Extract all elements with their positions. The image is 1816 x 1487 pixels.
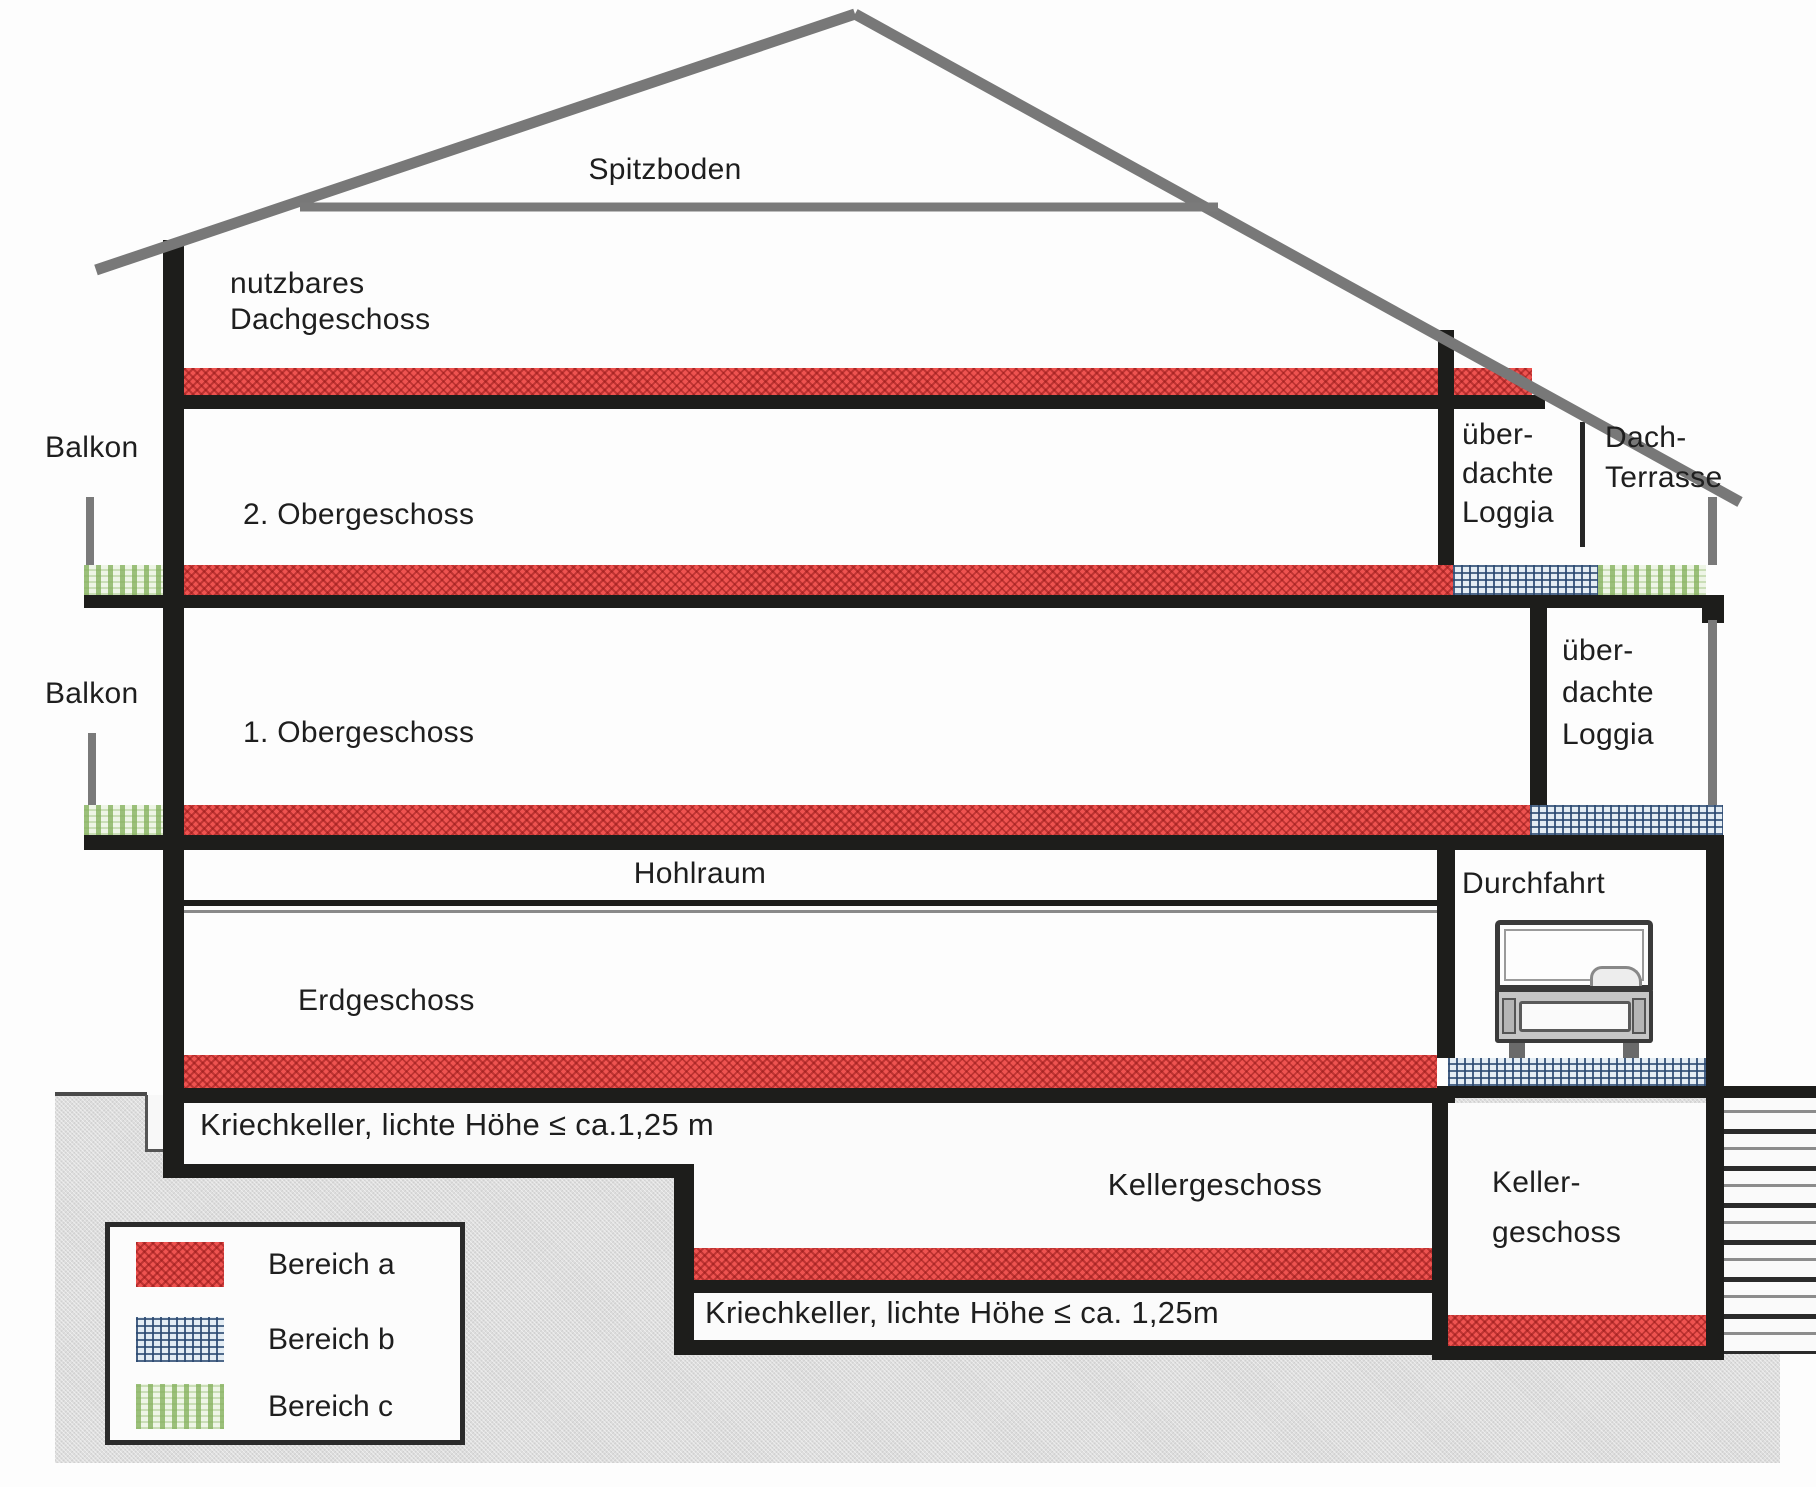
bereich-a-swatch xyxy=(136,1242,224,1287)
car-cab xyxy=(1495,920,1653,990)
balcony-upper-bereich-c xyxy=(84,565,163,595)
keller-mid-floor-slab xyxy=(694,1280,1448,1293)
label-attic: nutzbares Dachgeschoss xyxy=(230,266,430,338)
car-light-left xyxy=(1502,998,1516,1034)
legend-row-bereich-a: Bereich a xyxy=(110,1242,460,1302)
legend-row-bereich-b: Bereich b xyxy=(110,1317,460,1377)
keller-right-slab xyxy=(1432,1346,1724,1360)
legend-row-bereich-c: Bereich c xyxy=(110,1384,460,1444)
keller-right-floor-bereich-a xyxy=(1448,1315,1706,1346)
og2-floor-bereich-a xyxy=(184,565,1453,595)
loggia-lower-floor-bereich-b xyxy=(1530,805,1723,835)
label-attic-line1: nutzbares xyxy=(230,267,365,300)
legend: Bereich a Bereich b Bereich c xyxy=(105,1222,465,1445)
label-keller-right: Keller- geschoss xyxy=(1492,1166,1622,1249)
label-spitzboden: Spitzboden xyxy=(588,153,742,186)
loggia-upper-floor-bereich-b xyxy=(1453,565,1598,595)
label-og2: 2. Obergeschoss xyxy=(243,498,475,531)
balcony-lower-bereich-c xyxy=(84,805,163,835)
og1-loggia-wall xyxy=(1530,607,1547,805)
car-silhouette xyxy=(1590,966,1642,986)
label-balkon-lower: Balkon xyxy=(45,677,139,710)
loggia-lower-railing xyxy=(1708,620,1717,805)
basement-stairs-icon xyxy=(1724,1092,1816,1354)
keller-mid-left-wall xyxy=(674,1178,694,1355)
label-hohlraum: Hohlraum xyxy=(633,857,767,890)
label-kriechkeller-lower: Kriechkeller, lichte Höhe ≤ ca. 1,25m xyxy=(705,1295,1220,1330)
attic-floor-slab xyxy=(163,395,1545,409)
og2-slab-downturn xyxy=(1702,595,1724,623)
og2-right-wall xyxy=(1438,330,1454,565)
balcony-upper-railing xyxy=(86,497,94,565)
eg-right-wall xyxy=(1437,850,1455,1058)
eg-floor-slab xyxy=(163,1088,1455,1103)
label-attic-line2: Dachgeschoss xyxy=(230,303,431,336)
terrace-floor-bereich-c xyxy=(1598,565,1706,595)
label-loggia-upper: über- dachte Loggia xyxy=(1462,418,1554,529)
og1-floor-slab xyxy=(84,835,1724,850)
car-light-right xyxy=(1632,998,1646,1034)
og1-floor-bereich-a xyxy=(184,805,1530,835)
keller-mid-floor-bereich-a xyxy=(694,1248,1432,1280)
terrace-divider-line xyxy=(1580,422,1585,547)
keller-divider-wall xyxy=(1432,1103,1448,1346)
foundation-notch xyxy=(145,1095,163,1152)
label-durchfahrt: Durchfahrt xyxy=(1462,867,1606,900)
crawlspace-upper-slab xyxy=(163,1164,694,1178)
car-cab-inner-line xyxy=(1504,929,1644,981)
balcony-lower-railing xyxy=(88,733,96,805)
eg-floor-bereich-a xyxy=(184,1055,1437,1088)
hohlraum-line-black xyxy=(184,900,1437,906)
label-og1: 1. Obergeschoss xyxy=(243,716,475,749)
bereich-c-label: Bereich c xyxy=(268,1390,394,1423)
durchfahrt-floor-bereich-b xyxy=(1448,1058,1706,1086)
car-wheel-right xyxy=(1623,1043,1639,1058)
label-kellergeschoss-mid: Kellergeschoss xyxy=(1107,1167,1323,1202)
bereich-b-swatch xyxy=(136,1317,224,1362)
crawlspace-lower-slab xyxy=(674,1340,1448,1355)
bereich-a-label: Bereich a xyxy=(268,1248,395,1281)
bereich-c-swatch xyxy=(136,1384,224,1429)
attic-floor-bereich-a xyxy=(184,368,1532,395)
car-icon xyxy=(1495,920,1653,1058)
bereich-b-label: Bereich b xyxy=(268,1323,395,1356)
label-erdgeschoss: Erdgeschoss xyxy=(298,984,475,1017)
ground-surface-line xyxy=(55,1092,147,1096)
label-kriechkeller-upper: Kriechkeller, lichte Höhe ≤ ca.1,25 m xyxy=(200,1107,715,1142)
crawlspace-upper-interior xyxy=(184,1103,1432,1164)
og2-floor-slab xyxy=(84,595,1724,608)
car-bumper-slot xyxy=(1519,1001,1631,1032)
kellergeschoss-right-interior xyxy=(1448,1103,1706,1315)
durchfahrt-right-wall xyxy=(1706,850,1724,1353)
terrace-railing xyxy=(1708,497,1717,565)
label-loggia-lower: über- dachte Loggia xyxy=(1562,634,1654,751)
label-dach-terrasse: Dach- Terrasse xyxy=(1605,421,1723,494)
hohlraum-line-gray xyxy=(184,910,1437,913)
car-wheel-left xyxy=(1509,1043,1525,1058)
left-outer-wall xyxy=(163,240,184,1178)
label-balkon-upper: Balkon xyxy=(45,431,139,464)
